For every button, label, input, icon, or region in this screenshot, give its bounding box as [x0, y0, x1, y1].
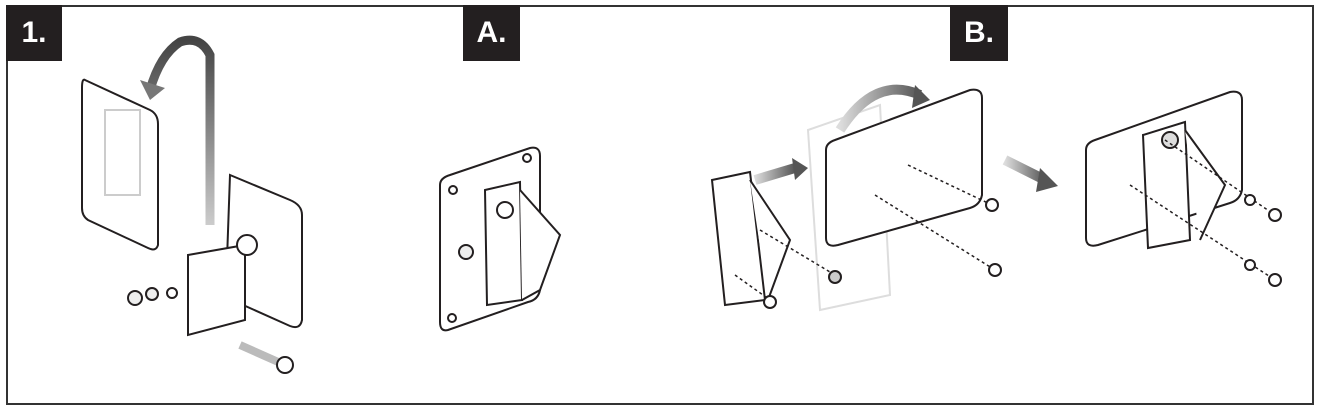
step-b-illustration-1 [710, 84, 1058, 312]
step-b-illustration-2 [1085, 90, 1282, 287]
assembled-bracket [1141, 120, 1192, 250]
step-a-illustration [439, 146, 562, 332]
wall-plate [81, 78, 159, 251]
step-b-label: B. [950, 5, 1008, 61]
bracket-arm [187, 243, 246, 337]
step-1-illustration [81, 35, 303, 374]
step-a-label: A. [463, 5, 520, 61]
step-1-label: 1. [6, 5, 62, 61]
rotated-plate [825, 88, 983, 247]
mounted-bracket [483, 180, 524, 307]
rotate-arrow [145, 35, 215, 225]
diagram-frame [6, 5, 1314, 405]
